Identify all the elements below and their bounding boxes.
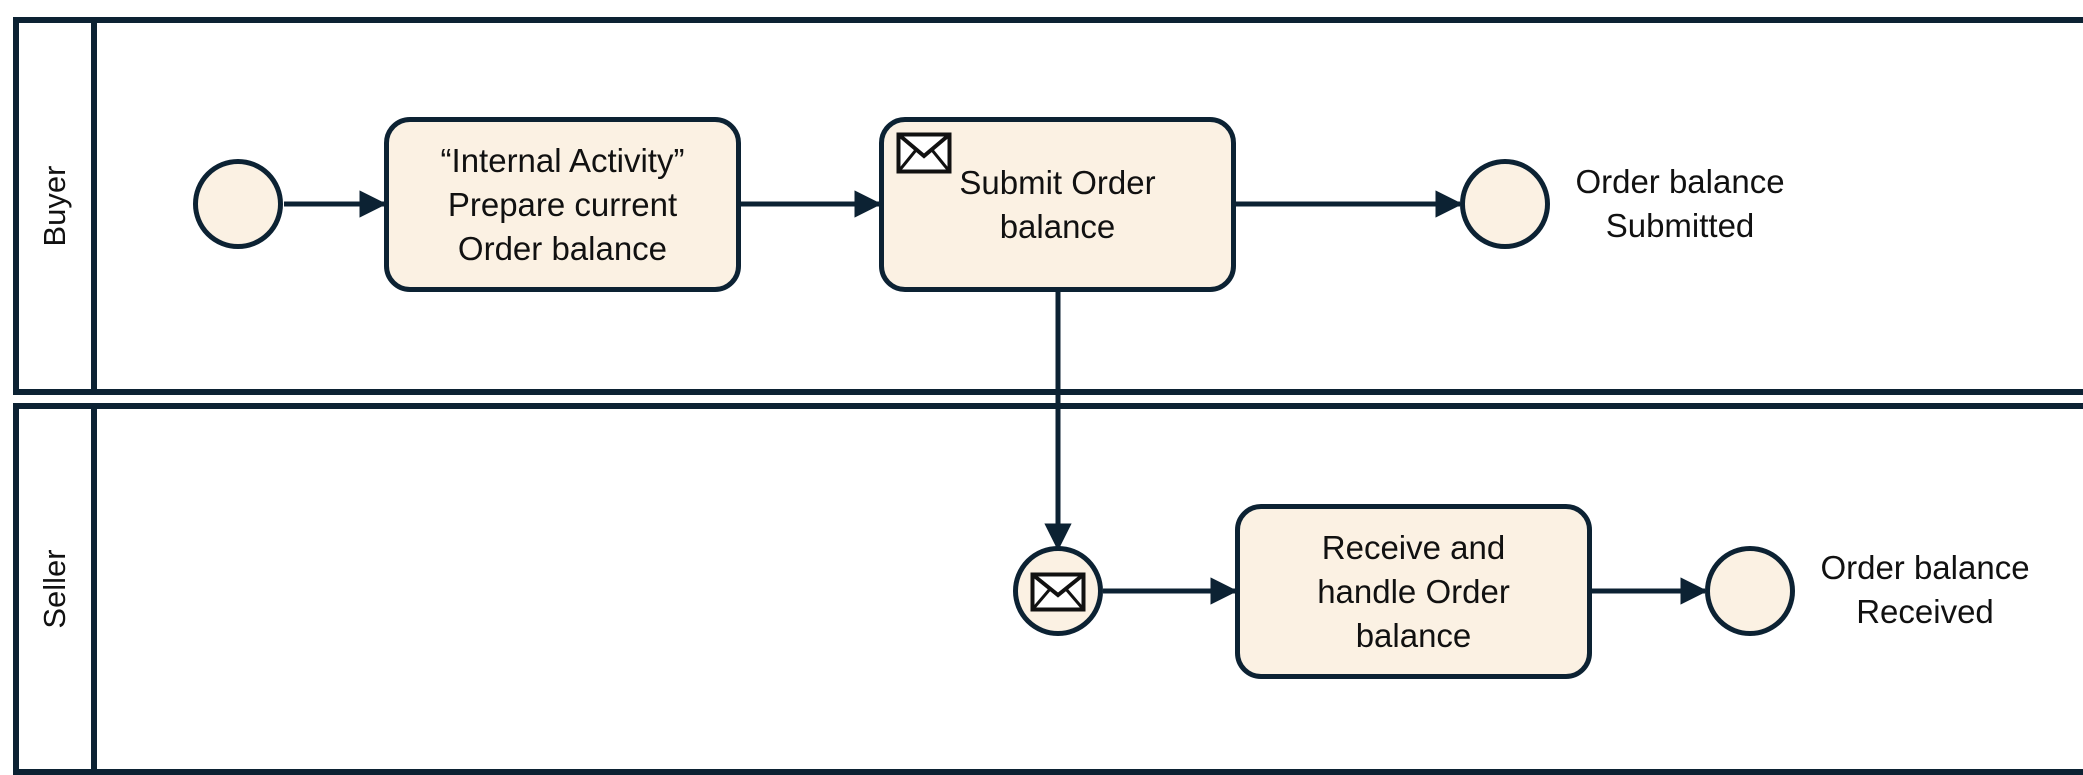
buyer-end-event-label: Order balance Submitted bbox=[1575, 163, 1785, 244]
envelope-icon bbox=[1030, 572, 1086, 612]
task-submit-order-balance[interactable]: Submit Order balance bbox=[879, 117, 1236, 292]
lane-header-seller: Seller bbox=[19, 409, 97, 769]
buyer-start-event[interactable] bbox=[193, 159, 283, 249]
task-submit-label: Submit Order balance bbox=[959, 163, 1156, 245]
lane-header-buyer: Buyer bbox=[19, 23, 97, 389]
task-receive-label: Receive and handle Order balance bbox=[1317, 528, 1510, 654]
buyer-end-event[interactable] bbox=[1460, 159, 1550, 249]
seller-end-event-label: Order balance Received bbox=[1820, 549, 2030, 630]
seller-end-event[interactable] bbox=[1705, 546, 1795, 636]
task-prepare-order-balance[interactable]: “Internal Activity” Prepare current Orde… bbox=[384, 117, 741, 292]
seller-message-start-event[interactable] bbox=[1013, 546, 1103, 636]
lane-buyer: Buyer bbox=[13, 17, 2083, 395]
envelope-icon bbox=[896, 132, 952, 174]
lane-seller: Seller bbox=[13, 403, 2083, 775]
task-receive-handle-order-balance[interactable]: Receive and handle Order balance bbox=[1235, 504, 1592, 679]
task-prepare-label: “Internal Activity” Prepare current Orde… bbox=[440, 141, 685, 267]
